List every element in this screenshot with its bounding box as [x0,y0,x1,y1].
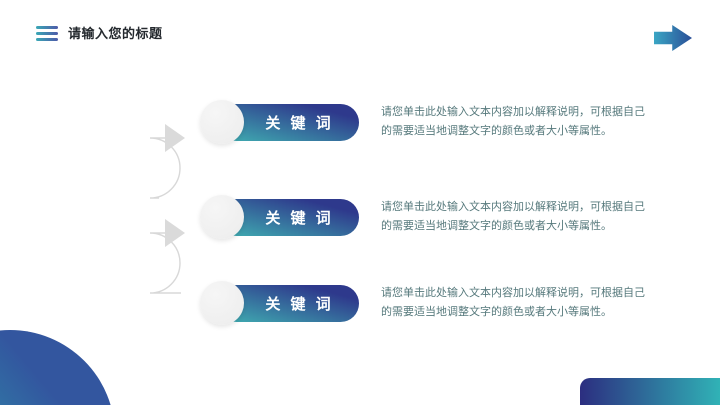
corner-circle-decoration [0,330,115,405]
list-item: 关 键 词 请您单击此处输入文本内容加以解释说明，可根据自己的需要适当地调整文字… [200,100,649,144]
keyword-label: 关 键 词 [265,295,334,313]
arrow-right-icon[interactable] [654,25,692,51]
curved-arrow-icon [149,124,185,199]
menu-line [36,26,58,29]
pill-circle-decoration [200,100,244,144]
curved-arrow-icon [149,219,185,294]
menu-line [36,32,58,35]
keyword-label: 关 键 词 [265,209,334,227]
row-description[interactable]: 请您单击此处输入文本内容加以解释说明，可根据自己的需要适当地调整文字的颜色或者大… [381,201,645,232]
list-item: 关 键 词 请您单击此处输入文本内容加以解释说明，可根据自己的需要适当地调整文字… [200,281,649,325]
keyword-label: 关 键 词 [265,114,334,132]
row-description[interactable]: 请您单击此处输入文本内容加以解释说明，可根据自己的需要适当地调整文字的颜色或者大… [381,287,645,318]
row-description[interactable]: 请您单击此处输入文本内容加以解释说明，可根据自己的需要适当地调整文字的颜色或者大… [381,106,645,137]
menu-icon[interactable] [36,26,58,41]
page-title: 请输入您的标题 [68,26,163,41]
corner-bar-decoration [580,378,720,405]
pill-circle-decoration [200,281,244,325]
pill-circle-decoration [200,195,244,239]
menu-line [36,38,58,41]
list-item: 关 键 词 请您单击此处输入文本内容加以解释说明，可根据自己的需要适当地调整文字… [200,195,649,239]
